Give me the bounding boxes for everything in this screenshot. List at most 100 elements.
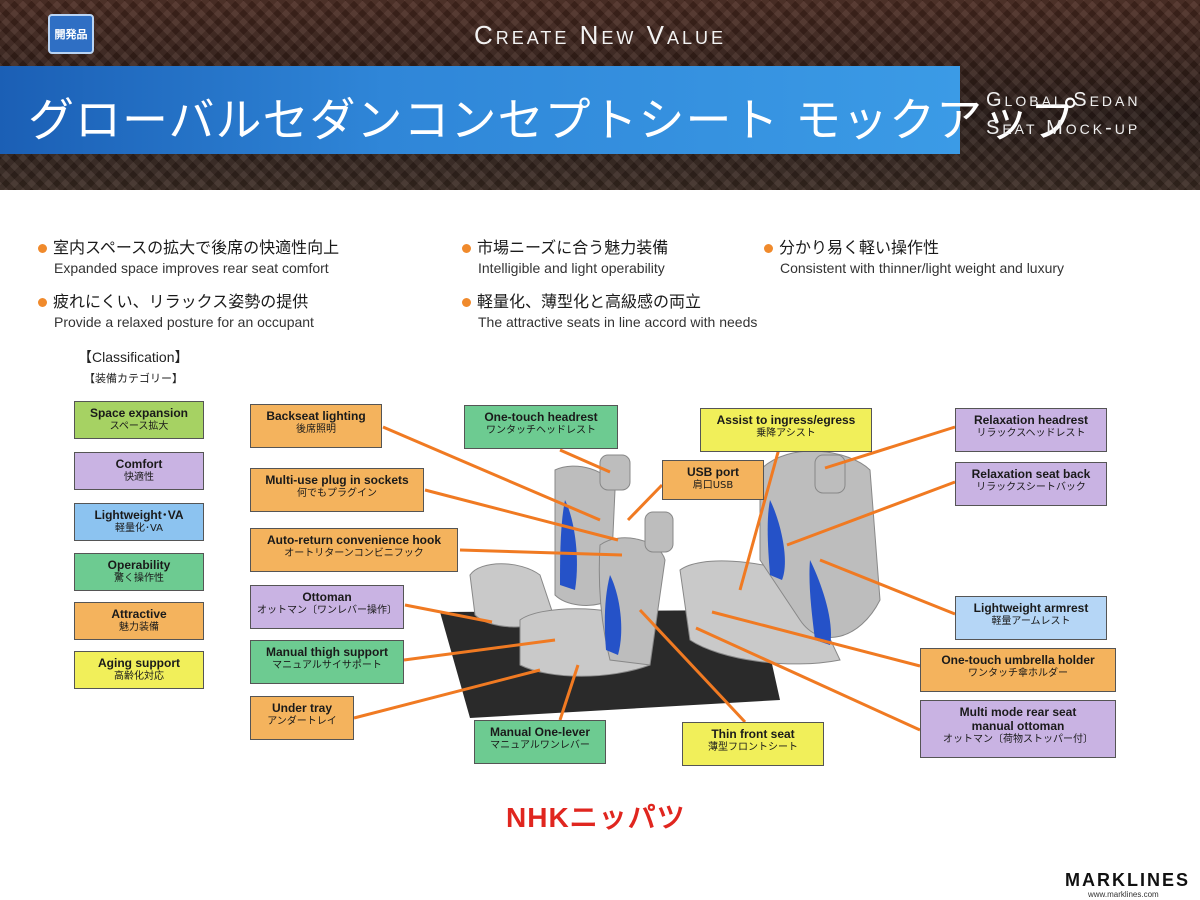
- category-en: Comfort: [115, 457, 163, 471]
- front-right-headrest: [644, 511, 674, 553]
- rear-right-blue-insert: [809, 560, 831, 645]
- category-operability: Operability 驚く操作性: [74, 553, 204, 591]
- label-en: Thin front seat: [711, 727, 795, 741]
- feature-en: Expanded space improves rear seat comfor…: [54, 260, 329, 276]
- front-left-blue-insert: [560, 500, 577, 590]
- poster-title-en: Global Sedan Seat Mock-up: [986, 89, 1141, 139]
- label-jp: ワンタッチ傘ホルダー: [968, 668, 1068, 679]
- category-jp: 驚く操作性: [114, 573, 164, 584]
- category-en: Lightweight･VA: [94, 508, 184, 522]
- rear-cushion: [679, 560, 841, 665]
- label-jp: リラックスシートバック: [976, 482, 1086, 493]
- front-left-headrest: [599, 454, 631, 491]
- label-en: Manual One-lever: [489, 725, 591, 739]
- label-relaxation-headrest: Relaxation headrest リラックスヘッドレスト: [955, 408, 1107, 452]
- ottoman-cushion: [469, 563, 556, 628]
- category-comfort: Comfort 快適性: [74, 452, 204, 490]
- label-jp: 肩口USB: [692, 480, 734, 491]
- category-jp: スペース拡大: [109, 421, 169, 432]
- category-en: Attractive: [111, 607, 167, 621]
- category-lightweight: Lightweight･VA 軽量化･VA: [74, 503, 204, 541]
- label-en: Backseat lighting: [266, 409, 366, 423]
- label-jp: マニュアルサイサポート: [272, 660, 382, 671]
- front-right-blue-insert: [604, 575, 622, 655]
- rear-seatback: [759, 450, 881, 638]
- front-left-seatback: [554, 465, 616, 606]
- feature-item: 市場ニーズに合う魅力装備 Intelligible and light oper…: [462, 234, 668, 276]
- title-bar: [0, 66, 960, 154]
- feature-item: 分かり易く軽い操作性 Consistent with thinner/light…: [764, 234, 1064, 276]
- label-umbrella-holder: One-touch umbrella holder ワンタッチ傘ホルダー: [920, 648, 1116, 692]
- category-aging-support: Aging support 高齢化対応: [74, 651, 204, 689]
- front-right-seatback: [598, 537, 666, 666]
- category-jp: 快適性: [124, 472, 154, 483]
- feature-jp: 室内スペースの拡大で後席の快適性向上: [53, 238, 340, 257]
- label-jp: アンダートレイ: [267, 716, 337, 727]
- category-en: Operability: [107, 558, 171, 572]
- feature-jp: 市場ニーズに合う魅力装備: [477, 238, 669, 257]
- bullet-dot: [38, 244, 47, 253]
- rear-headrest: [814, 454, 846, 494]
- label-en: Ottoman: [302, 590, 352, 604]
- feature-en: Provide a relaxed posture for an occupan…: [54, 314, 314, 330]
- category-jp: 高齢化対応: [114, 671, 164, 682]
- label-jp: オットマン〔荷物ストッパー付〕: [943, 734, 1093, 745]
- category-en: Space expansion: [89, 406, 189, 420]
- bullet-dot: [462, 244, 471, 253]
- label-en: Assist to ingress/egress: [716, 413, 856, 427]
- feature-item: 室内スペースの拡大で後席の快適性向上 Expanded space improv…: [38, 234, 339, 276]
- label-manual-thigh-support: Manual thigh support マニュアルサイサポート: [250, 640, 404, 684]
- bullet-dot: [462, 298, 471, 307]
- label-jp: 乗降アシスト: [756, 428, 816, 439]
- category-jp: 魅力装備: [119, 622, 159, 633]
- leader-line: [626, 483, 664, 522]
- label-en: Multi-use plug in sockets: [265, 473, 409, 487]
- marklines-watermark: MARKLINES: [1065, 870, 1190, 890]
- category-space-expansion: Space expansion スペース拡大: [74, 401, 204, 439]
- label-en: Manual thigh support: [266, 645, 388, 659]
- feature-jp: 軽量化、薄型化と高級感の両立: [477, 292, 702, 311]
- label-en: Relaxation headrest: [973, 413, 1089, 427]
- label-en: Lightweight armrest: [973, 601, 1089, 615]
- label-under-tray: Under tray アンダートレイ: [250, 696, 354, 740]
- label-usb-port: USB port 肩口USB: [662, 460, 764, 500]
- label-en: USB port: [687, 465, 739, 479]
- label-jp: リラックスヘッドレスト: [976, 428, 1086, 439]
- leader-line: [638, 608, 747, 724]
- leader-line: [559, 448, 611, 474]
- rear-left-blue-insert: [767, 500, 785, 580]
- classification-subtitle: 【装備カテゴリー】: [84, 372, 183, 385]
- leader-line: [695, 626, 921, 732]
- label-auto-return-hook: Auto-return convenience hook オートリターンコンビニ…: [250, 528, 458, 572]
- label-assist-ingress: Assist to ingress/egress 乗降アシスト: [700, 408, 872, 452]
- label-jp: オットマン〔ワンレバー操作〕: [257, 605, 397, 616]
- label-jp: 後席照明: [296, 424, 336, 435]
- feature-jp: 疲れにくい、リラックス姿勢の提供: [53, 292, 309, 311]
- leader-line: [403, 638, 556, 662]
- label-en: Auto-return convenience hook: [266, 533, 442, 547]
- poster-title-jp: グローバルセダンコンセプトシート モックアップ: [28, 93, 1078, 147]
- floor-platform: [440, 610, 780, 718]
- label-thin-front-seat: Thin front seat 薄型フロントシート: [682, 722, 824, 766]
- label-backseat-lighting: Backseat lighting 後席照明: [250, 404, 382, 448]
- leader-lines: [353, 425, 956, 732]
- label-jp: 薄型フロントシート: [708, 742, 798, 753]
- nhk-logo: NHKニッパツ: [506, 802, 686, 833]
- label-jp: 何でもプラグイン: [297, 488, 377, 499]
- feature-item: 軽量化、薄型化と高級感の両立 The attractive seats in l…: [462, 288, 757, 330]
- label-en: Relaxation seat back: [971, 467, 1091, 481]
- leader-line: [786, 480, 956, 547]
- label-jp: オートリターンコンビニフック: [284, 548, 424, 559]
- poster-header: 開発品 Create New Value グローバルセダンコンセプトシート モッ…: [0, 0, 1200, 190]
- label-en: One-touch headrest: [484, 410, 598, 424]
- feature-en: Consistent with thinner/light weight and…: [780, 260, 1065, 276]
- development-badge: 開発品: [48, 14, 94, 54]
- label-manual-one-lever: Manual One-lever マニュアルワンレバー: [474, 720, 606, 764]
- feature-en: The attractive seats in line accord with…: [478, 314, 758, 330]
- feature-en: Intelligible and light operability: [478, 260, 665, 276]
- leader-line: [711, 610, 921, 668]
- category-en: Aging support: [98, 656, 180, 670]
- category-attractive: Attractive 魅力装備: [74, 602, 204, 640]
- leader-line: [459, 548, 623, 557]
- label-lightweight-armrest: Lightweight armrest 軽量アームレスト: [955, 596, 1107, 640]
